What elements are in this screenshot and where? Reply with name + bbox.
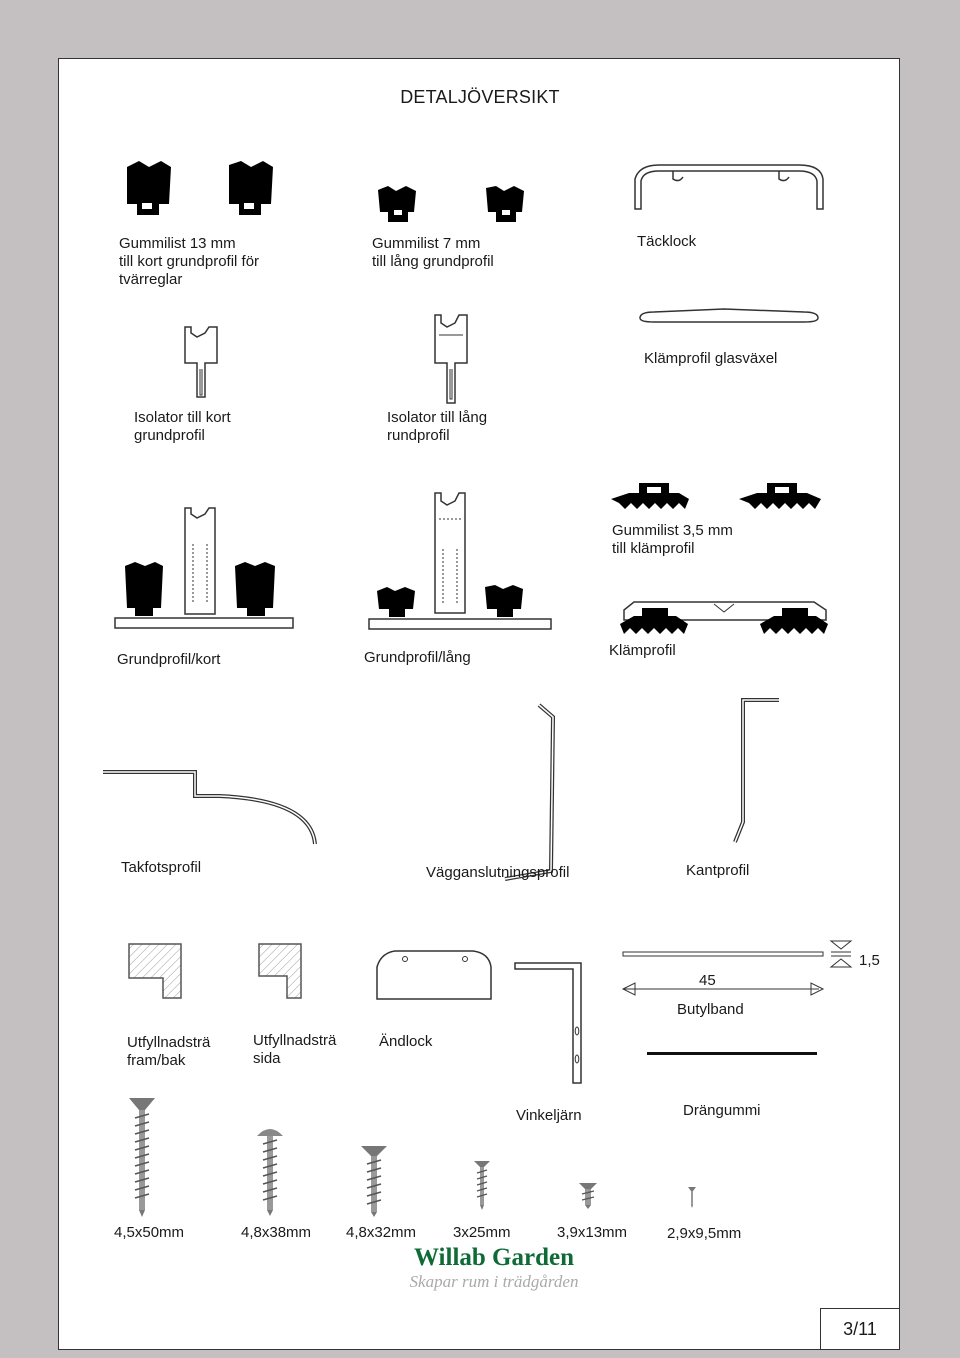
isolator-kort-label: Isolator till kort grundprofil xyxy=(134,409,231,444)
willab-garden-logo: Willab Garden Skapar rum i trädgården xyxy=(394,1244,654,1298)
drangummi-label: Drängummi xyxy=(683,1102,761,1119)
logo-tagline: Skapar rum i trädgården xyxy=(409,1272,579,1291)
isolator-lang-label: Isolator till lång rundprofil xyxy=(387,409,488,444)
gummilist-7mm-label: Gummilist 7 mm till lång grundprofil xyxy=(372,235,494,270)
vagganslutningsprofil-label: Vägganslutningsprofil xyxy=(426,864,570,881)
tacklock-label: Täcklock xyxy=(637,233,697,250)
grundprofil-kort-label: Grundprofil/kort xyxy=(117,651,221,668)
utfyllnadstra-fram-illustration xyxy=(128,943,182,999)
klamprofil-illustration xyxy=(620,601,828,634)
screw-label-5: 3,9x13mm xyxy=(557,1224,628,1241)
screw-label-4: 3x25mm xyxy=(453,1224,511,1241)
butylband-illustration xyxy=(621,940,853,996)
utfyllnadstra-sida-illustration xyxy=(258,943,302,999)
takfotsprofil-illustration xyxy=(103,770,317,845)
screw-label-2: 4,8x38mm xyxy=(241,1224,312,1241)
document-page: DETALJÖVERSIKT Gummilist 13 mm till kort… xyxy=(58,58,900,1350)
andlock-illustration xyxy=(376,950,492,1000)
butylband-label: Butylband xyxy=(677,1001,744,1018)
screw-label-6: 2,9x9,5mm xyxy=(667,1225,742,1242)
takfotsprofil-label: Takfotsprofil xyxy=(121,859,202,876)
screw-4-8x38-icon xyxy=(257,1129,283,1216)
andlock-label: Ändlock xyxy=(379,1033,433,1050)
isolator-lang-illustration xyxy=(434,314,468,404)
gummilist-7mm-illustration xyxy=(378,186,524,222)
page-title: DETALJÖVERSIKT xyxy=(400,87,560,107)
vinkeljarn-label: Vinkeljärn xyxy=(516,1107,582,1124)
screw-label-3: 4,8x32mm xyxy=(346,1224,417,1241)
isolator-kort-illustration xyxy=(184,326,218,398)
vagganslutningsprofil-illustration xyxy=(504,703,556,881)
gummilist-13mm-illustration xyxy=(127,161,273,215)
butylband-width-label: 45 xyxy=(699,972,716,989)
kantprofil-illustration xyxy=(733,698,779,843)
klamprofil-glasvaxel-illustration xyxy=(639,308,819,323)
page-number: 3/11 xyxy=(820,1308,900,1350)
logo-name: Willab Garden xyxy=(414,1244,574,1271)
gummilist-35mm-label: Gummilist 3,5 mm till klämprofil xyxy=(612,522,733,557)
gummilist-13mm-label: Gummilist 13 mm till kort grundprofil fö… xyxy=(119,235,260,288)
screw-label-1: 4,5x50mm xyxy=(114,1224,185,1241)
tacklock-illustration xyxy=(634,164,824,210)
screw-4-5x50-icon xyxy=(129,1098,155,1217)
gummilist-35mm-illustration xyxy=(611,483,821,509)
grundprofil-lang-label: Grundprofil/lång xyxy=(364,649,471,666)
drangummi-illustration xyxy=(647,1052,817,1055)
vinkeljarn-illustration xyxy=(514,962,582,1084)
screw-3x25-icon xyxy=(474,1161,490,1210)
kantprofil-label: Kantprofil xyxy=(686,862,750,879)
klamprofil-label: Klämprofil xyxy=(609,642,676,659)
klamprofil-glasvaxel-label: Klämprofil glasväxel xyxy=(644,350,778,367)
screw-4-8x32-icon xyxy=(361,1146,387,1217)
screw-2-9x9-5-icon xyxy=(688,1187,696,1208)
utfyllnadstra-sida-label: Utfyllnadsträ sida xyxy=(253,1032,337,1067)
butylband-thickness-label: 1,5 xyxy=(859,952,880,969)
utfyllnadstra-fram-label: Utfyllnadsträ fram/bak xyxy=(127,1034,211,1069)
grundprofil-kort-illustration xyxy=(114,507,294,629)
grundprofil-lang-illustration xyxy=(368,492,552,630)
screw-3-9x13-icon xyxy=(579,1183,597,1209)
